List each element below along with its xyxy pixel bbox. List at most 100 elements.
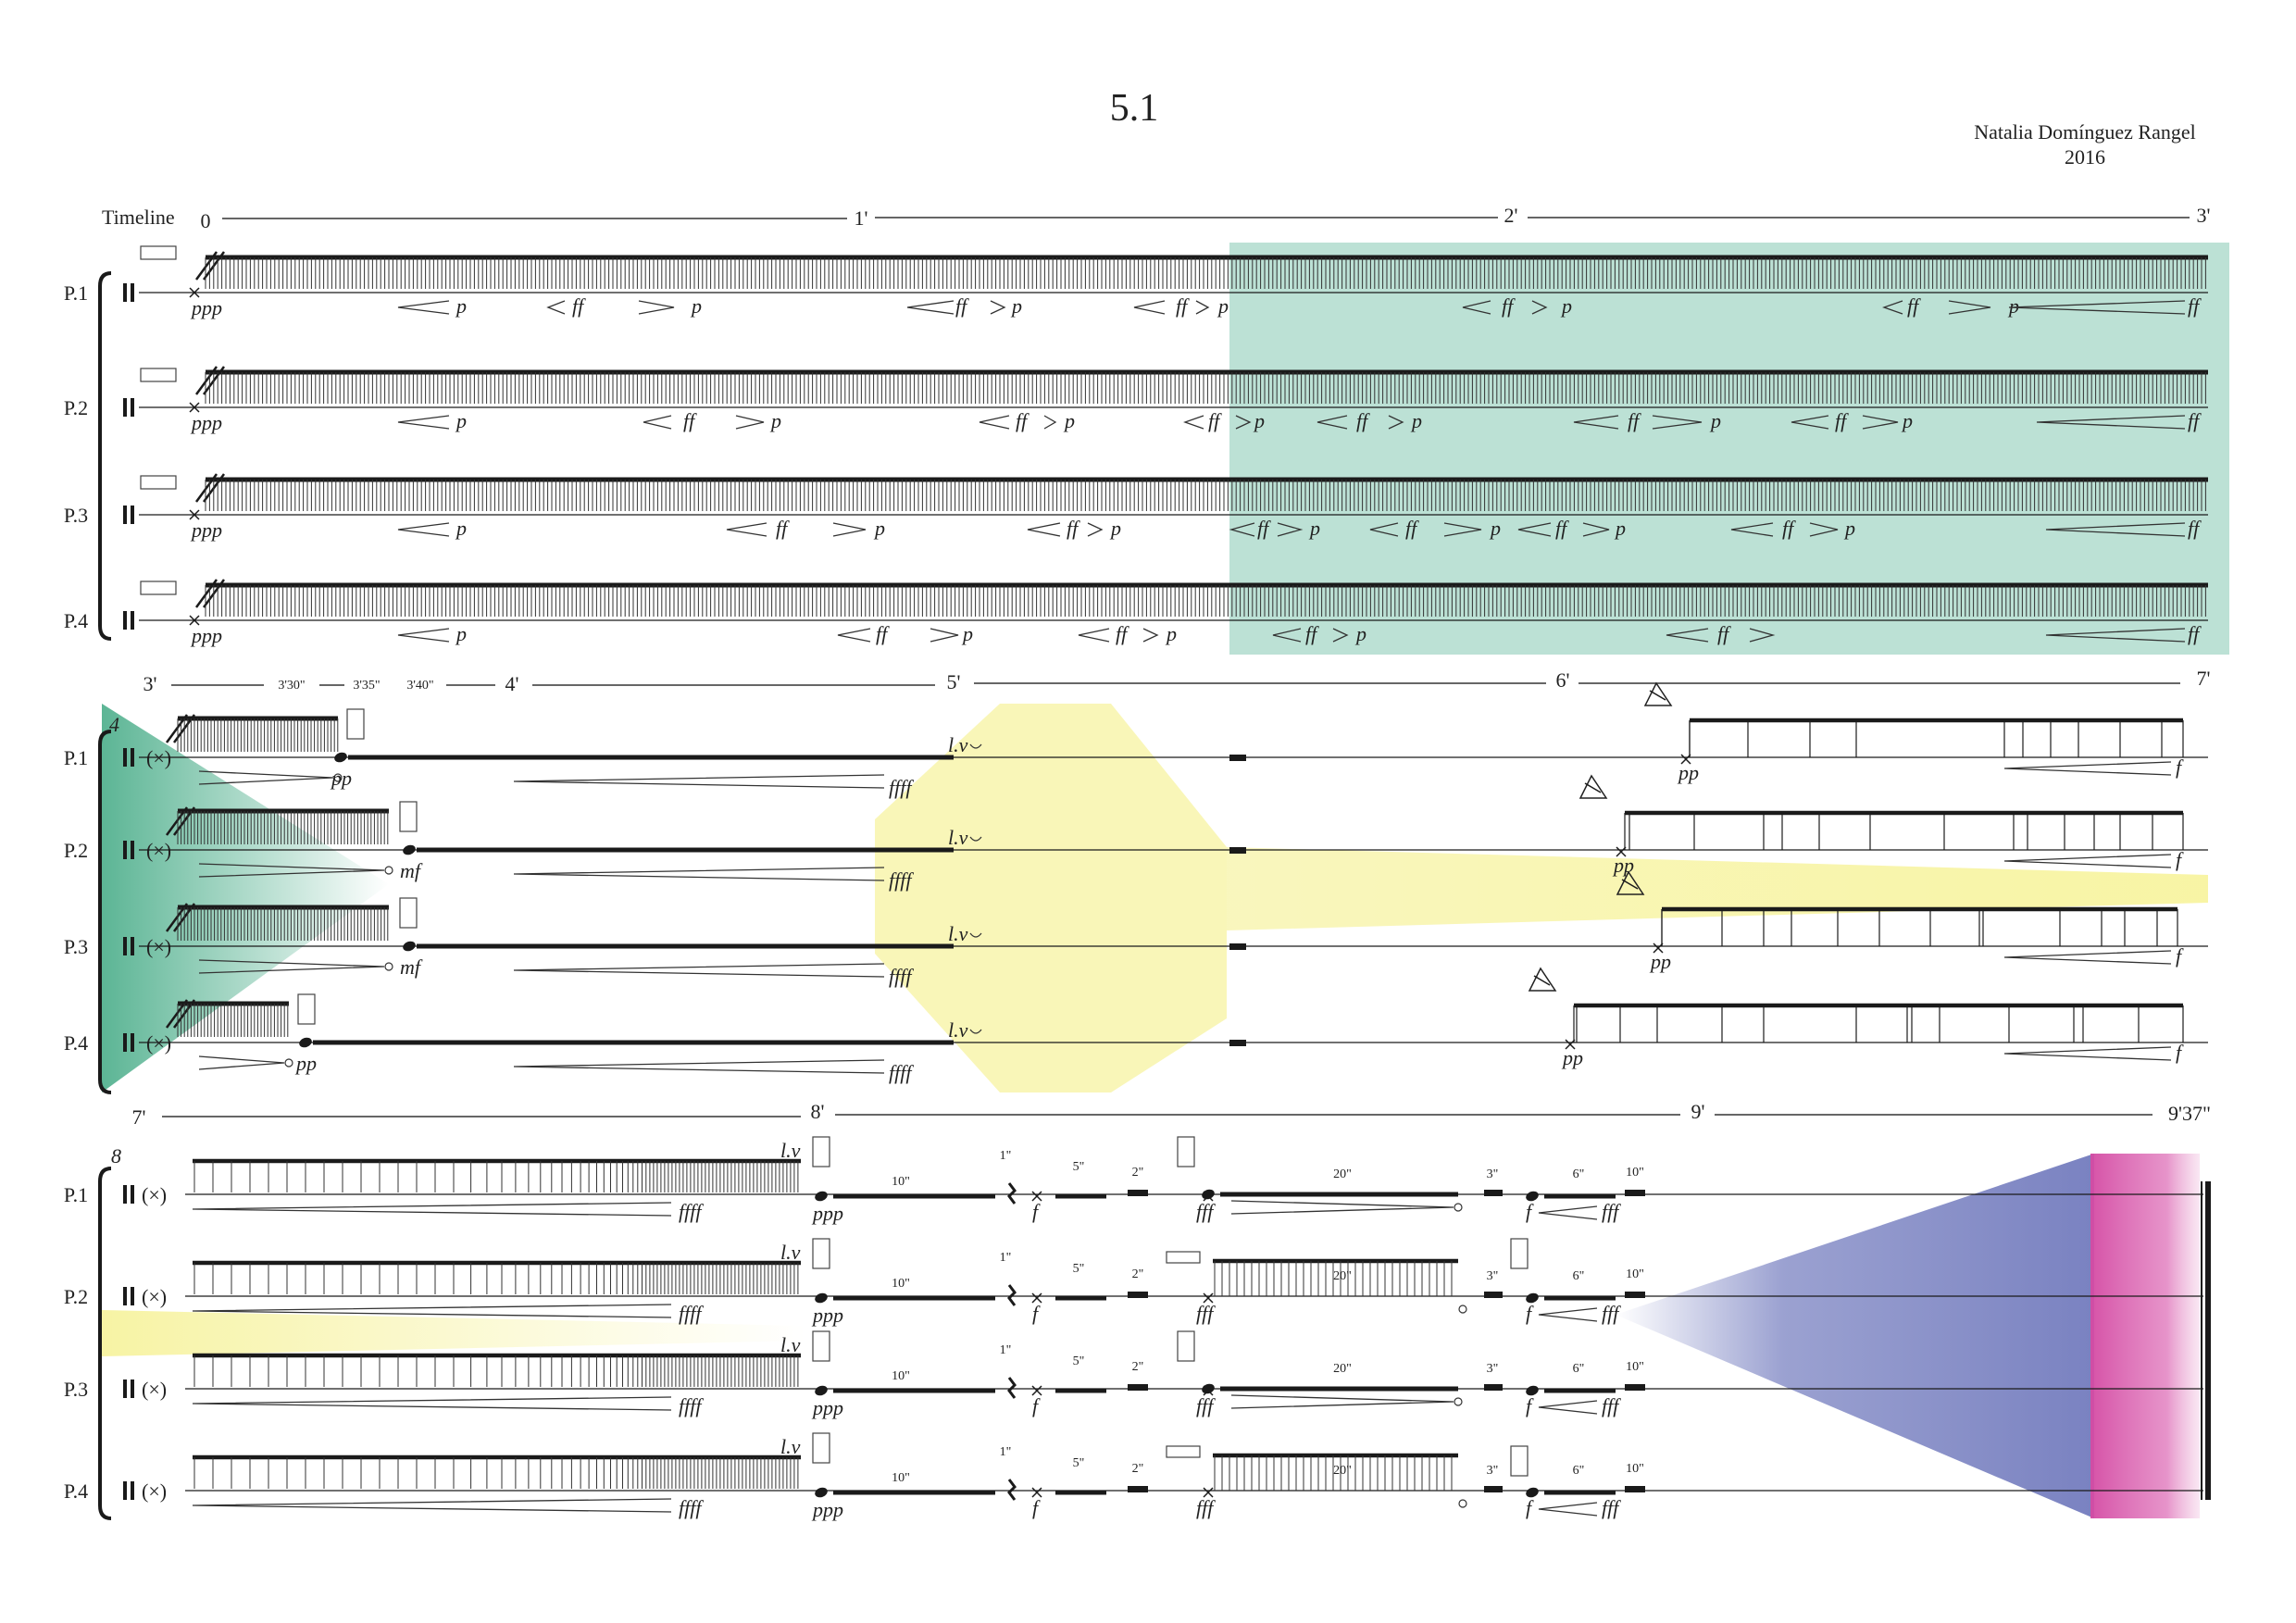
duration-label: 20": [1333, 1269, 1352, 1283]
clef-bar: [131, 283, 134, 302]
clef-bar: [131, 1185, 134, 1204]
dynamic-marking: p: [1354, 622, 1366, 645]
duration-label: 5": [1073, 1355, 1085, 1368]
timeline-mark: 7': [132, 1105, 146, 1129]
percussion-clef: [123, 1185, 134, 1204]
decrescendo-hairpin: [1277, 522, 1304, 537]
crescendo-hairpin: [513, 867, 885, 881]
notehead: [334, 752, 347, 763]
clef-bar: [123, 1185, 127, 1204]
dynamic-marking: f: [1526, 1302, 1534, 1325]
crescendo-hairpin: [397, 300, 450, 315]
tremolo-block: [177, 905, 389, 941]
rest-mark: [1625, 1486, 1645, 1492]
empty-box: [140, 368, 177, 382]
rest-mark: [1128, 1190, 1148, 1196]
dynamic-marking: ff: [572, 294, 586, 318]
dynamic-marking: pp: [294, 1052, 317, 1075]
dynamic-marking: f: [2176, 1041, 2184, 1064]
crescendo-hairpin: [513, 963, 885, 978]
system-bracket: [98, 271, 112, 641]
dynamic-marking: pp: [1561, 1046, 1583, 1069]
staff-label: P.4: [64, 609, 88, 632]
tremolo-block: [177, 716, 339, 752]
composition-year: 2016: [2065, 145, 2105, 169]
duration-label: 10": [892, 1471, 910, 1485]
dynamic-marking: fff: [1196, 1302, 1216, 1325]
decrescendo-hairpin: [198, 770, 334, 785]
decrescendo-hairpin: [990, 300, 1006, 315]
duration-label: 2": [1132, 1267, 1144, 1281]
notehead: [299, 1037, 312, 1048]
x-notehead: [189, 615, 200, 626]
percussion-clef: [123, 1033, 134, 1052]
staff-label: P.1: [64, 281, 88, 305]
dynamic-marking: fff: [1602, 1302, 1621, 1325]
decrescendo-hairpin: [1809, 522, 1839, 537]
duration-label: 10": [892, 1277, 910, 1291]
notehead: [1202, 1189, 1215, 1200]
tie-symbol: (×): [142, 1378, 167, 1401]
duration-label: 1": [1000, 1251, 1012, 1265]
decrescendo-hairpin: [1087, 522, 1104, 537]
stems: [205, 257, 2206, 289]
dynamic-marking: p: [455, 409, 467, 432]
decrescendo-hairpin: [1862, 415, 1899, 430]
dynamic-marking: ff: [2188, 622, 2202, 645]
decrescendo-hairpin: [1948, 300, 1991, 315]
dynamic-marking: f: [1032, 1496, 1041, 1519]
dynamic-marking: ppp: [190, 518, 222, 542]
dynamic-marking: ppp: [190, 296, 222, 319]
rest-symbol: [1007, 1284, 1017, 1306]
green-wedge-system2: [102, 704, 389, 1092]
crescendo-hairpin: [1666, 628, 1709, 643]
clef-bar: [123, 841, 127, 859]
decrescendo-hairpin: [832, 522, 867, 537]
score-title: 5.1: [1110, 87, 1159, 130]
crescendo-hairpin: [513, 1059, 885, 1074]
crescendo-hairpin: [2003, 761, 2172, 776]
mallet-icon: [1578, 774, 1608, 799]
duration-label: 10": [892, 1175, 910, 1189]
niente-circle: [1458, 1305, 1467, 1314]
duration-label: 20": [1333, 1464, 1352, 1478]
timeline-mark: 4': [505, 672, 519, 695]
dynamic-marking: ffff: [889, 1061, 914, 1084]
dynamic-marking: ff: [1717, 622, 1731, 645]
dynamic-marking: ff: [2188, 294, 2202, 318]
decrescendo-hairpin: [1749, 628, 1776, 643]
yellow-band-system2: [1227, 847, 2208, 930]
staff-label: P.1: [64, 1183, 88, 1206]
dynamic-marking: p: [961, 622, 973, 645]
percussion-clef: [123, 841, 134, 859]
clef-bar: [131, 611, 134, 630]
dynamic-marking: ppp: [811, 1396, 843, 1419]
crescendo-hairpin: [1538, 1502, 1598, 1517]
lv-tie: [969, 1029, 982, 1034]
duration-label: 10": [1626, 1462, 1644, 1476]
dynamic-marking: p: [1165, 622, 1177, 645]
dynamic-marking: ff: [1356, 409, 1370, 432]
system-number: 4: [109, 713, 119, 736]
dynamic-marking: ff: [2188, 409, 2202, 432]
dynamic-marking: pp: [1677, 761, 1699, 784]
crescendo-hairpin: [192, 1498, 672, 1513]
dynamic-marking: ffff: [889, 776, 914, 799]
clef-bar: [123, 1380, 127, 1398]
dynamic-marking: ff: [1116, 622, 1129, 645]
crescendo-hairpin: [2003, 950, 2172, 965]
crescendo-hairpin: [546, 300, 566, 315]
dynamic-marking: p: [455, 622, 467, 645]
timeline-mark: 3': [144, 672, 157, 695]
dynamic-marking: ff: [1782, 517, 1796, 540]
crescendo-hairpin: [1272, 628, 1302, 643]
dynamic-marking: ff: [1502, 294, 1516, 318]
empty-box: [1177, 1330, 1195, 1362]
crescendo-hairpin: [397, 628, 450, 643]
mallet-triangle: [1616, 870, 1645, 895]
clef-bar: [123, 1481, 127, 1500]
notehead: [403, 941, 416, 952]
stems: [205, 480, 2206, 511]
dynamic-marking: mf: [400, 859, 423, 882]
yellow-band-system3: [102, 1310, 805, 1356]
